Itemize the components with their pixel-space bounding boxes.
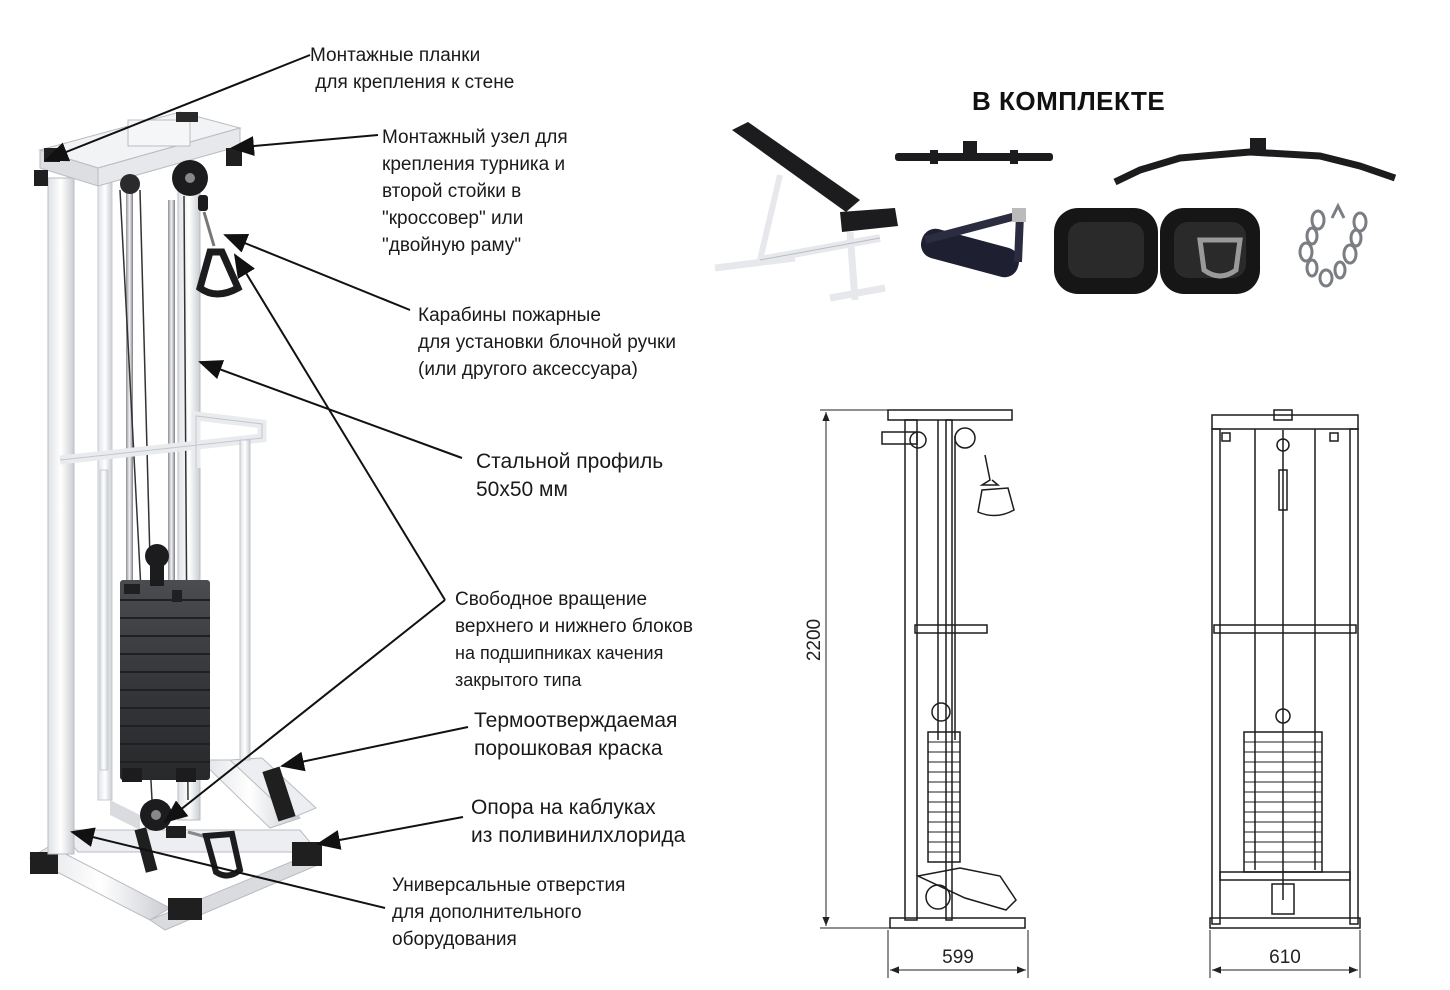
callout-line: Стальной профиль — [476, 450, 664, 473]
bench-icon — [714, 122, 898, 302]
height-dimension-label: 2200 — [804, 619, 825, 661]
callout-line: Опора на каблуках — [471, 796, 656, 819]
callout-line: Монтажный узел для — [382, 127, 568, 148]
callout-line: второй стойки в — [382, 181, 522, 202]
side-view-drawing — [881, 409, 1026, 929]
leader-lines — [44, 54, 469, 909]
ankle-cuffs-icon — [1054, 208, 1260, 294]
callout-line: Свободное вращение — [455, 589, 648, 610]
kit-items — [714, 122, 1397, 302]
foot-pad-left — [30, 852, 58, 874]
callout-steel-profile: Стальной профиль 50х50 мм — [476, 448, 663, 504]
callout-line: Карабины пожарные — [418, 305, 601, 326]
callout-powder-paint: Термоотверждаемая порошковая краска — [474, 707, 677, 763]
callout-pvc-feet: Опора на каблуках из поливинилхлорида — [471, 794, 685, 850]
callout-mounting-strips: Монтажные планки для крепления к стене — [310, 42, 514, 96]
callout-line: Монтажные планки — [310, 45, 481, 66]
base-frame — [28, 757, 322, 931]
callout-line: из поливинилхлорида — [471, 824, 686, 847]
callout-line: (или другого аксессуара) — [418, 359, 638, 380]
callout-mounting-node: Монтажный узел для крепления турника и в… — [382, 124, 568, 259]
callout-free-rotation: Свободное вращение верхнего и нижнего бл… — [455, 586, 693, 694]
callout-line: закрытого типа — [455, 670, 582, 690]
callout-carabiners: Карабины пожарные для установки блочной … — [418, 302, 676, 383]
leader-free-rotation-top — [233, 253, 446, 601]
side-width-dimension-label: 599 — [942, 947, 974, 968]
callout-line: оборудования — [392, 929, 517, 950]
front-width-dimension-label: 610 — [1269, 947, 1301, 968]
lat-bar-icon — [1113, 138, 1397, 186]
leader-steel-profile — [198, 360, 463, 459]
callout-line: для крепления к стене — [310, 72, 515, 93]
dimension-lines — [820, 409, 1361, 978]
leader-mounting-node — [230, 134, 379, 157]
callout-line: для установки блочной ручки — [418, 332, 676, 353]
callout-line: на подшипниках качения — [455, 643, 664, 663]
leader-universal-holes — [70, 827, 386, 909]
callout-line: порошковая краска — [474, 737, 663, 760]
callout-universal-holes: Универсальные отверстия для дополнительн… — [392, 872, 625, 953]
foot-pad-right — [292, 842, 322, 866]
chain-icon — [1298, 202, 1368, 288]
callout-line: для дополнительного — [392, 902, 582, 923]
leader-mounting-strips — [44, 54, 311, 162]
cable-handle — [195, 248, 243, 298]
callout-line: "двойную раму" — [382, 235, 522, 256]
leader-free-rotation-bottom — [163, 599, 446, 824]
callout-line: крепления турника и — [382, 154, 566, 175]
upright-left — [47, 177, 75, 855]
front-view-drawing — [1209, 409, 1361, 929]
foot-pad-front — [168, 898, 202, 920]
callout-line: 50х50 мм — [476, 478, 568, 501]
callout-line: Универсальные отверстия — [392, 875, 626, 896]
callout-line: верхнего и нижнего блоков — [455, 616, 693, 637]
machine-render — [28, 111, 322, 931]
leader-carabiners — [223, 233, 411, 311]
kit-title: В КОМПЛЕКТЕ — [972, 86, 1166, 116]
straight-bar-icon — [895, 141, 1053, 164]
weight-stack — [120, 544, 210, 782]
leader-pvc-feet — [316, 816, 464, 850]
callout-line: "кроссовер" или — [382, 208, 524, 229]
callout-line: Термоотверждаемая — [474, 709, 678, 732]
leader-powder-paint — [280, 726, 469, 772]
stirrup-handle-icon — [920, 208, 1026, 278]
